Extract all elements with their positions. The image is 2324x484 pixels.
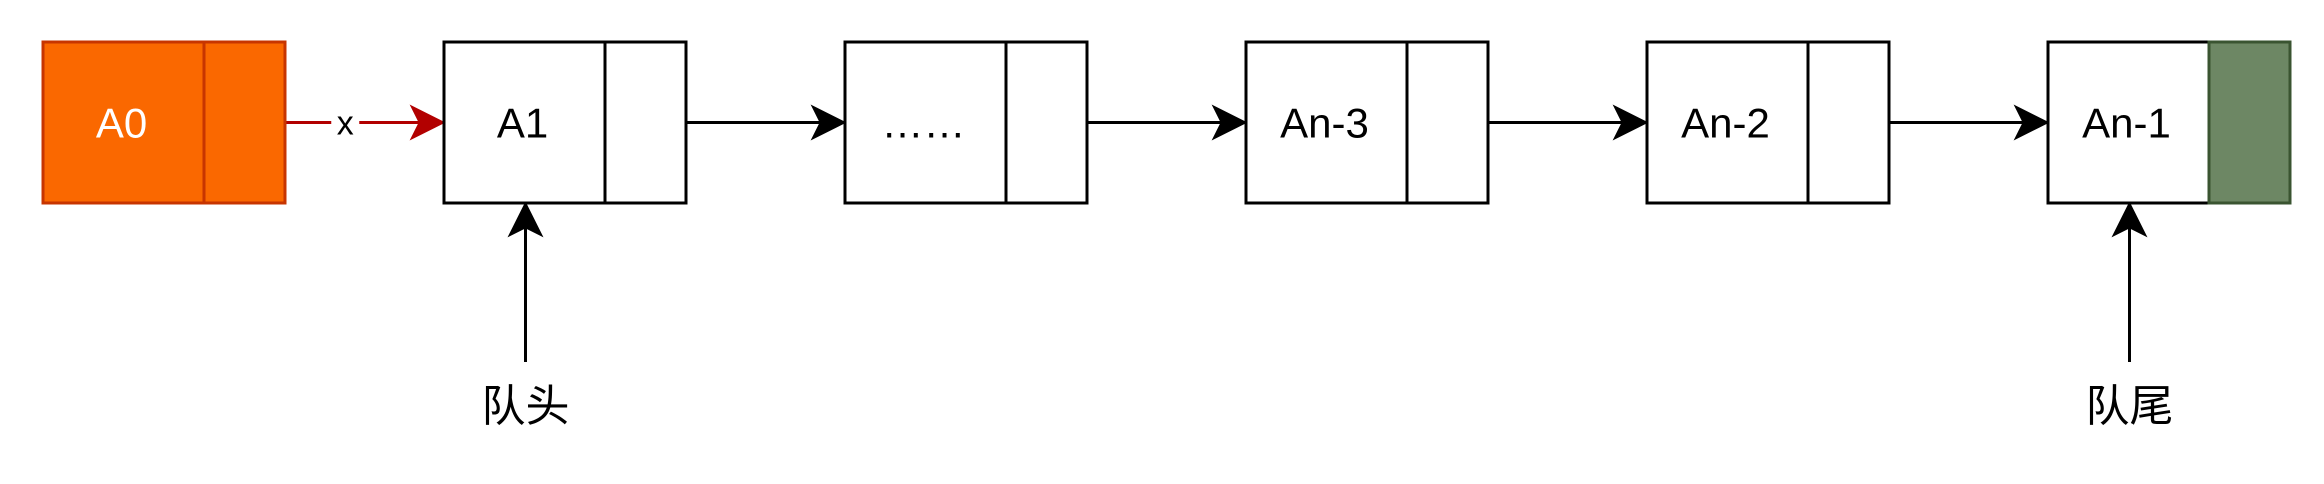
node-a0: A0 [41, 40, 287, 205]
node-pointer-cell [1806, 40, 1891, 205]
node-an2: An-2 [1645, 40, 1891, 205]
node-label: An-1 [2082, 100, 2171, 147]
node-data-cell [442, 40, 607, 205]
node-label: A0 [96, 100, 147, 147]
node-an3: An-3 [1244, 40, 1490, 205]
node-pointer-cell [202, 40, 287, 205]
node-null-pointer-cell [2207, 40, 2292, 205]
pointers-layer: 队头 队尾 [482, 201, 2174, 432]
node-label: An-2 [1681, 100, 1770, 147]
pointer-label: 队头 [482, 381, 570, 432]
link-label-background [331, 104, 360, 141]
node-data-cell [41, 40, 206, 205]
pointer-label: 队尾 [2086, 381, 2174, 432]
pointer-head: 队头 [482, 201, 570, 432]
node-an1: An-1 [2046, 40, 2292, 205]
node-label: …… [882, 100, 966, 147]
node-a1: A1 [442, 40, 688, 205]
node-pointer-cell [603, 40, 688, 205]
pointer-tail: 队尾 [2086, 201, 2174, 432]
link-a0-to-a1: x [244, 104, 446, 143]
node-pointer-cell [1004, 40, 1089, 205]
node-pointer-cell [1405, 40, 1490, 205]
node-label: A1 [497, 100, 548, 147]
nodes-layer: A0 A1 …… An-3 An-2 An-1 [41, 40, 2292, 205]
node-label: An-3 [1280, 100, 1369, 147]
link-label: x [337, 105, 354, 143]
node-data-cell [1244, 40, 1409, 205]
node-data-cell [1645, 40, 1810, 205]
node-data-cell [2046, 40, 2211, 205]
node-ellipsis: …… [843, 40, 1089, 205]
